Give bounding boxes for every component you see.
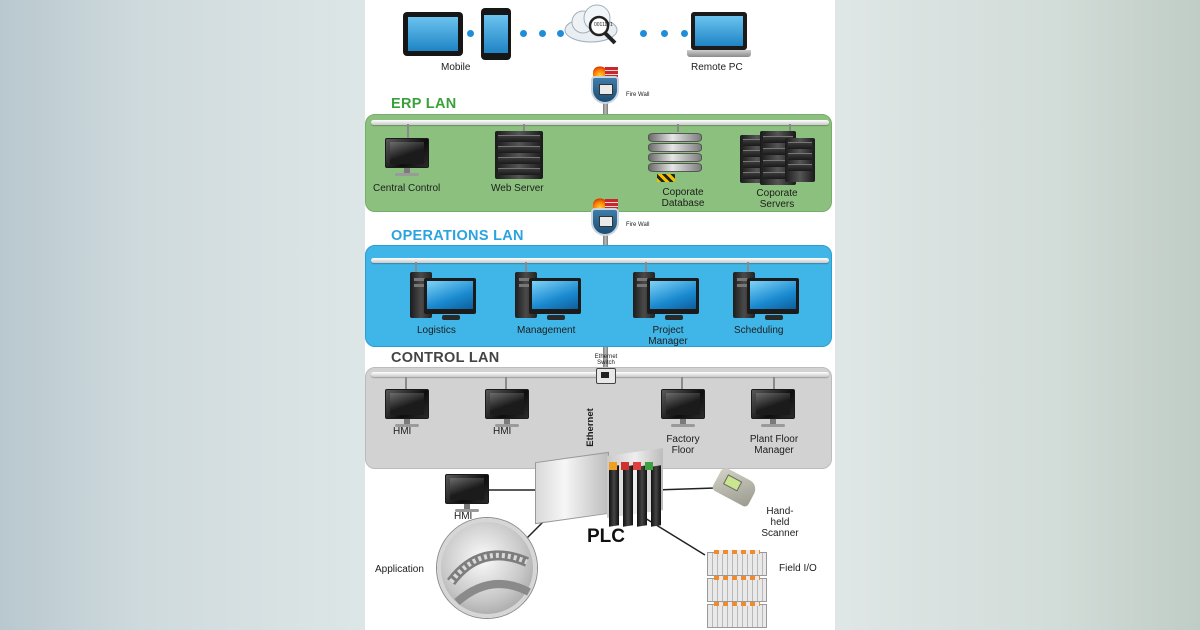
firewall-label: Fire Wall [626, 92, 650, 98]
hazard-stripe-icon [657, 174, 675, 182]
erp-lan-bus [371, 120, 829, 125]
bus-drop [407, 124, 409, 138]
plc-label: PLC [587, 526, 625, 547]
bus-drop [415, 262, 417, 272]
bus-drop [773, 377, 775, 389]
ops-node-label: Management [517, 325, 576, 336]
plc-icon [535, 451, 609, 525]
workstation-icon [515, 272, 583, 322]
plc-led [621, 462, 629, 470]
plc-module [651, 465, 661, 527]
erp-lan-title: ERP LAN [391, 96, 457, 112]
ops-node-label: Project Manager [648, 325, 688, 347]
erp-node-label: Central Control [373, 183, 441, 194]
firewall-icon [589, 66, 621, 106]
link-dot [681, 30, 688, 37]
network-diagram: Mobile 0011101 Remote PC Fire Wall ERP L… [365, 0, 835, 630]
firewall-label: Fire Wall [626, 222, 650, 228]
plant-floor-monitor-icon [751, 389, 795, 427]
hmi-monitor-icon [485, 389, 529, 427]
plc-led [609, 462, 617, 470]
plc-module [623, 465, 633, 527]
bus-drop [405, 377, 407, 389]
field-io-block-icon [707, 550, 767, 576]
link-dot [640, 30, 647, 37]
operations-lan-title: OPERATIONS LAN [391, 228, 524, 244]
control-node-label: Plant Floor Manager [749, 434, 799, 456]
erp-node-label: Coporate Servers [756, 188, 798, 210]
factory-floor-monitor-icon [661, 389, 705, 427]
central-control-monitor-icon [385, 138, 429, 176]
bus-drop [677, 124, 679, 132]
firewall-icon [589, 198, 621, 238]
erp-node-label: Coporate Database [661, 187, 705, 209]
field-io-block-icon [707, 602, 767, 628]
operations-lan-bus [371, 258, 829, 263]
field-io-block-icon [707, 576, 767, 602]
hmi-monitor-icon [445, 474, 489, 512]
ethernet-switch-icon [596, 368, 616, 384]
link-dot [520, 30, 527, 37]
cloud-binary-text: 0011101 [594, 22, 613, 28]
bus-drop [681, 377, 683, 389]
mobile-label: Mobile [441, 62, 471, 73]
web-server-icon [495, 131, 543, 179]
control-node-label: Factory Floor [666, 434, 700, 456]
bus-drop [523, 124, 525, 132]
link-dot [661, 30, 668, 37]
application-label: Application [375, 564, 424, 575]
database-icon [648, 133, 702, 181]
control-node-label: HMI [393, 426, 412, 437]
bus-drop [525, 262, 527, 272]
ops-node-label: Scheduling [734, 325, 784, 336]
workstation-icon [733, 272, 801, 322]
ops-node-label: Logistics [417, 325, 456, 336]
plc-connection-lines [485, 487, 716, 556]
plc-module [637, 465, 647, 527]
corporate-servers-icon [785, 138, 815, 182]
bus-drop [747, 262, 749, 272]
link-dot [557, 30, 564, 37]
ethernet-switch-label: Ethernet Switch [594, 354, 618, 366]
control-lan-title: CONTROL LAN [391, 350, 500, 366]
plc-led [645, 462, 653, 470]
tablet-icon [403, 12, 463, 56]
plc-led [633, 462, 641, 470]
cloud-search-icon [564, 4, 618, 45]
remote-pc-label: Remote PC [691, 62, 743, 73]
erp-node-label: Web Server [491, 183, 544, 194]
link-dot [467, 30, 474, 37]
bus-drop [789, 124, 791, 134]
bus-drop [505, 377, 507, 389]
laptop-icon [687, 12, 751, 58]
control-node-label: HMI [493, 426, 512, 437]
hmi-monitor-icon [385, 389, 429, 427]
bus-drop [645, 262, 647, 272]
link-dot [539, 30, 546, 37]
workstation-icon [633, 272, 701, 322]
plc-module [609, 465, 619, 527]
field-io-label: Field I/O [779, 563, 817, 574]
workstation-icon [410, 272, 478, 322]
scanner-label: Hand-held Scanner [761, 506, 799, 539]
plc-hmi-label: HMI [454, 511, 473, 522]
smartphone-icon [481, 8, 511, 60]
application-conveyor-image [437, 518, 537, 618]
